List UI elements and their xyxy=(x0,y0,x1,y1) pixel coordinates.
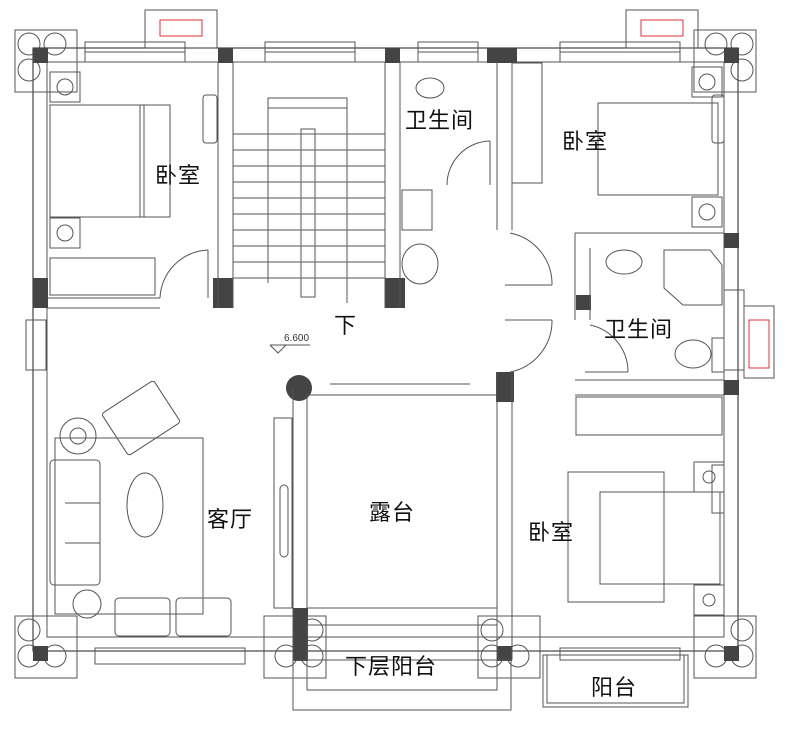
ac-outdoor-units xyxy=(144,9,775,379)
corner-ornaments xyxy=(14,29,757,679)
stair-handrail xyxy=(300,128,316,298)
room-label-bathroom-east: 卫生间 xyxy=(604,318,674,343)
staircase xyxy=(233,97,385,303)
room-label-living-room: 客厅 xyxy=(207,508,254,533)
room-label-bedroom-ne: 卧室 xyxy=(562,130,609,155)
room-label-bedroom-se: 卧室 xyxy=(528,521,575,546)
elevation-label: 6.600 xyxy=(284,333,310,344)
furniture xyxy=(49,62,725,637)
windows xyxy=(25,41,745,665)
stair-direction-label: 下 xyxy=(334,314,357,339)
doors xyxy=(159,140,629,373)
room-label-terrace: 露台 xyxy=(369,501,416,526)
room-label-lower-balcony: 下层阳台 xyxy=(345,655,438,680)
room-label-bathroom-north: 卫生间 xyxy=(405,109,475,134)
interior-walls xyxy=(47,62,724,660)
room-label-balcony: 阳台 xyxy=(591,676,638,701)
balconies xyxy=(292,624,689,711)
room-label-bedroom-nw: 卧室 xyxy=(155,164,202,189)
structural-columns xyxy=(33,48,739,661)
elevation-marker xyxy=(269,344,310,354)
